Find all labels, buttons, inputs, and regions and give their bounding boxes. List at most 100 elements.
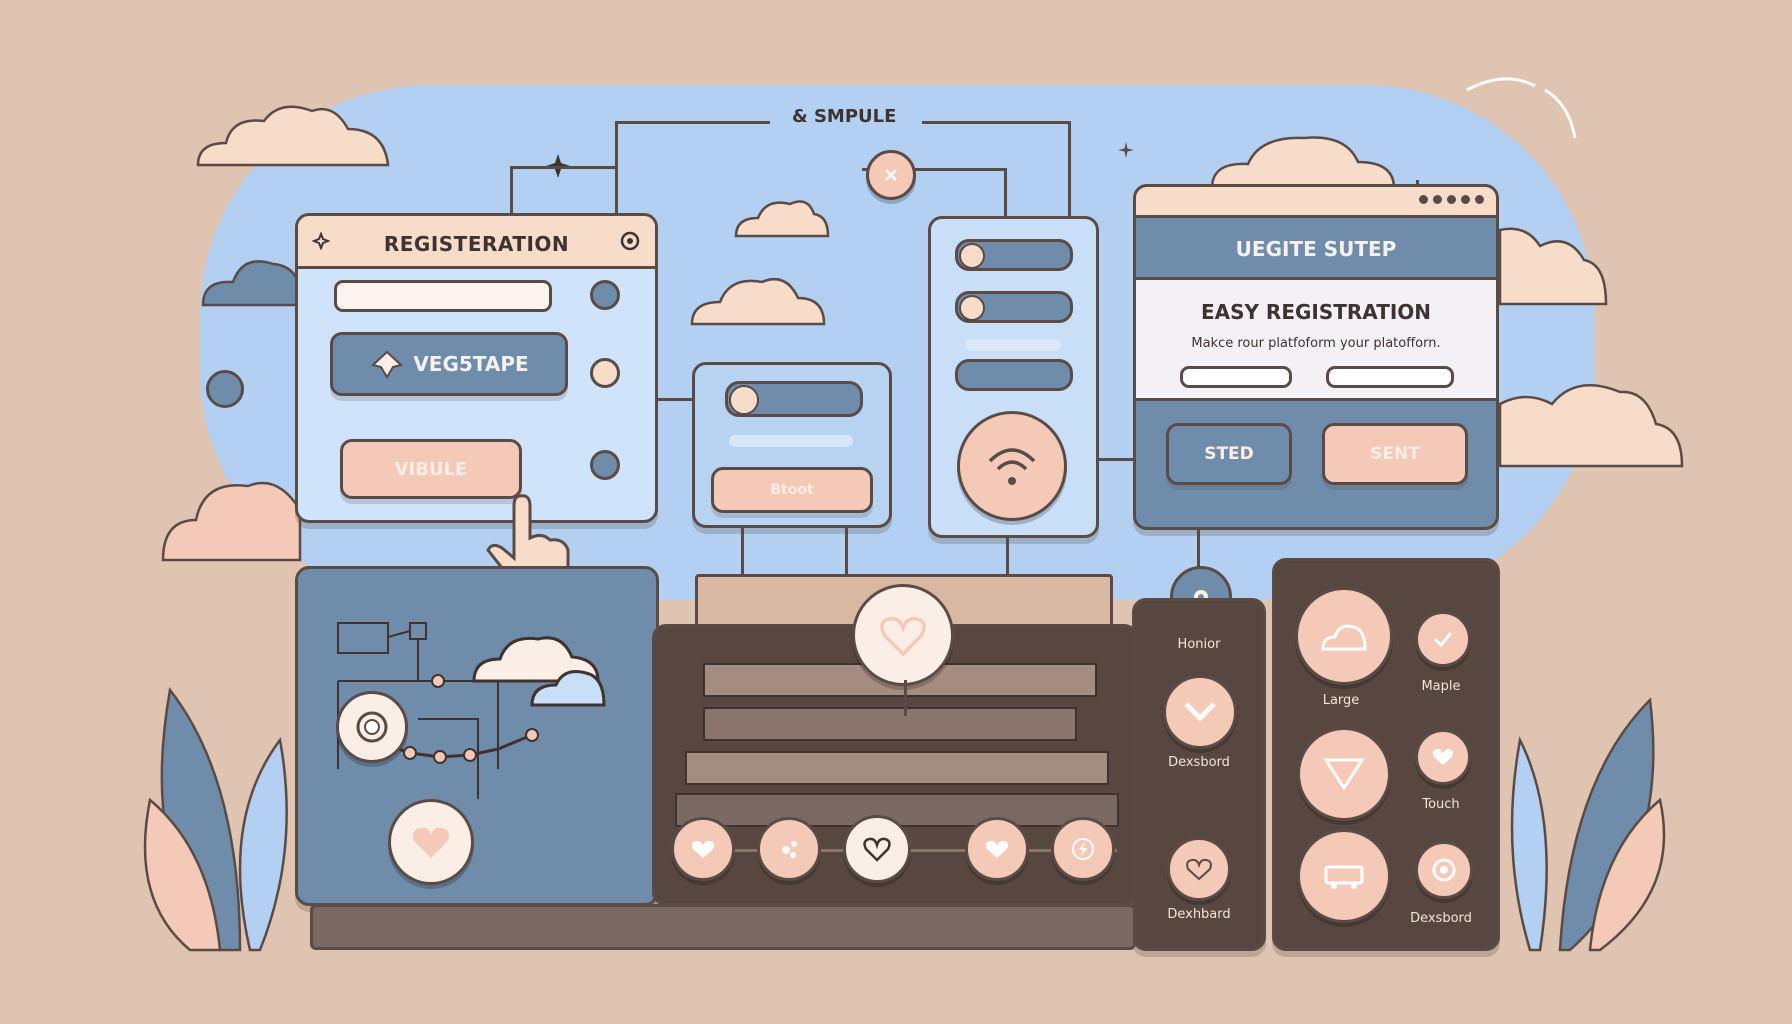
touch-label: Touch xyxy=(1422,797,1460,812)
settings-panel xyxy=(928,216,1099,538)
toggle-knob xyxy=(729,385,759,415)
heart-icon xyxy=(1433,748,1453,765)
connector-line xyxy=(1004,168,1007,218)
cloud-icon xyxy=(472,636,606,707)
window-titlebar xyxy=(1136,187,1496,218)
window-dot[interactable] xyxy=(1419,195,1428,204)
bus-button[interactable] xyxy=(1297,829,1391,923)
target-icon xyxy=(620,231,640,251)
heart-button[interactable] xyxy=(388,799,474,885)
connector-line xyxy=(1006,532,1009,582)
cloud-icon xyxy=(734,200,830,238)
connector-line xyxy=(845,522,848,580)
progress-bar xyxy=(729,435,853,447)
heart-button-large[interactable] xyxy=(852,584,954,686)
sent-button[interactable]: SENT xyxy=(1322,423,1468,485)
base-bar xyxy=(310,904,1136,950)
registration-header: REGISTERATION xyxy=(298,216,655,269)
connector-line xyxy=(922,121,1070,124)
registration-input[interactable] xyxy=(334,280,552,312)
sparkle-icon xyxy=(1118,142,1134,158)
connector-line xyxy=(510,168,513,213)
window-dot[interactable] xyxy=(1475,195,1484,204)
heart-icon xyxy=(692,840,714,858)
bubbles-icon xyxy=(782,841,797,858)
cloud-icon xyxy=(1498,227,1608,306)
toggle-switch[interactable] xyxy=(955,291,1073,323)
status-dot xyxy=(590,280,620,310)
boot-button[interactable]: Btoot xyxy=(711,467,873,513)
toggle-switch[interactable] xyxy=(955,239,1073,271)
vibule-button[interactable]: VIBULE xyxy=(340,439,522,499)
connector-line xyxy=(510,166,618,169)
signup-field-1[interactable] xyxy=(1180,366,1292,388)
cloud-icon xyxy=(1210,136,1396,190)
check-button[interactable] xyxy=(1415,611,1471,667)
top-label: & SMPULE xyxy=(792,106,897,127)
heart-icon xyxy=(986,840,1008,858)
ring-button[interactable] xyxy=(1415,841,1473,899)
signup-header-text: UEGITE SUTEP xyxy=(1235,237,1397,261)
maple-label: Maple xyxy=(1421,679,1461,694)
connector-line xyxy=(652,398,692,401)
toggle-switch[interactable] xyxy=(725,381,863,417)
step-button[interactable]: STED xyxy=(1166,423,1292,485)
window-dot[interactable] xyxy=(1461,195,1470,204)
connector-line xyxy=(741,522,744,580)
check-icon xyxy=(1433,632,1453,648)
signup-panel: UEGITE SUTEP EASY REGISTRATION Makce rou… xyxy=(1133,184,1499,530)
vegstape-button[interactable]: VEG5TAPE xyxy=(330,332,568,396)
connector-line xyxy=(1093,458,1133,461)
leaf-icon xyxy=(371,350,404,379)
window-controls xyxy=(1419,195,1484,204)
heart-icon xyxy=(880,616,926,656)
ring-icon xyxy=(356,711,388,743)
cloud-icon xyxy=(690,278,826,326)
sent-button-label: SENT xyxy=(1370,444,1420,464)
heart-button[interactable] xyxy=(671,817,735,881)
close-button[interactable] xyxy=(866,150,916,200)
stair-step xyxy=(703,707,1077,741)
cloud-icon xyxy=(201,260,304,307)
signup-subtext: Makce rour platfoform your platofforn. xyxy=(1191,336,1441,351)
wifi-icon xyxy=(988,448,1036,485)
heart-icon xyxy=(413,827,449,858)
bolt-button[interactable] xyxy=(1051,817,1115,881)
cloud-icon xyxy=(1498,384,1684,468)
heart-button[interactable] xyxy=(1167,837,1231,901)
toggle-switch[interactable] xyxy=(955,359,1073,391)
signup-body: EASY REGISTRATION Makce rour platfoform … xyxy=(1136,277,1496,401)
gear-icon xyxy=(312,232,330,250)
window-dot[interactable] xyxy=(1433,195,1442,204)
cloud-icon xyxy=(161,481,302,562)
registration-title: REGISTERATION xyxy=(383,232,570,256)
triangle-button[interactable] xyxy=(1297,727,1391,821)
connector-line xyxy=(1068,121,1071,217)
toggle-knob xyxy=(959,295,985,321)
bubbles-button[interactable] xyxy=(757,817,821,881)
dashboard-label-2: Dexhbard xyxy=(1167,907,1231,922)
map-panel xyxy=(295,566,659,906)
signup-field-2[interactable] xyxy=(1326,366,1454,388)
heart-button[interactable] xyxy=(1415,729,1471,785)
close-icon xyxy=(885,169,897,181)
right-panel: Large Maple Touch Dexsbord xyxy=(1272,558,1500,951)
cloud-icon xyxy=(196,105,390,167)
status-dot xyxy=(590,358,620,388)
connector-line xyxy=(615,121,770,124)
heart-button[interactable] xyxy=(843,815,911,883)
ring-button[interactable] xyxy=(336,691,408,763)
leaf-icon xyxy=(143,687,288,952)
chevron-button[interactable] xyxy=(1163,675,1237,749)
connector-line xyxy=(904,680,907,716)
dashboard-label-3: Dexsbord xyxy=(1410,911,1472,926)
toggle-knob xyxy=(959,243,985,269)
registration-panel: REGISTERATION VEG5TAPE VIBULE xyxy=(295,213,658,523)
heart-icon xyxy=(1186,858,1212,881)
leaf-icon xyxy=(1510,697,1666,952)
cloud-button[interactable] xyxy=(1295,587,1393,685)
window-dot[interactable] xyxy=(1447,195,1456,204)
wifi-button[interactable] xyxy=(957,411,1067,521)
heart-button[interactable] xyxy=(965,817,1029,881)
